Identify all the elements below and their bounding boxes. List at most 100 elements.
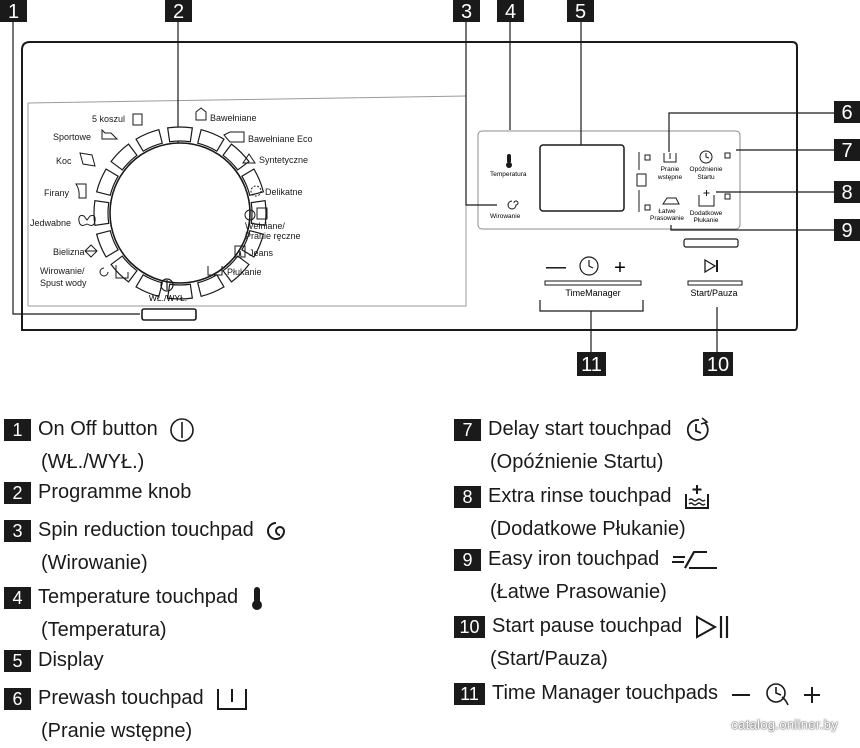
prog-5koszul: 5 koszul xyxy=(92,114,125,124)
callout-7-label: 7 xyxy=(841,140,852,162)
display xyxy=(539,144,625,212)
start-pause-icon xyxy=(704,258,717,274)
knob-position-segment xyxy=(135,128,164,152)
legend-item-10: 10 Start pause touchpad xyxy=(454,610,734,643)
callout-11-label: 11 xyxy=(581,354,602,376)
clock-icon xyxy=(686,417,709,441)
callout-1-label: 1 xyxy=(8,1,19,23)
legend-label: Display xyxy=(38,649,104,671)
legend-label: Time Manager touchpads xyxy=(492,682,719,704)
legend-sub-1: (WŁ./WYŁ.) xyxy=(41,451,145,473)
callout-3-label: 3 xyxy=(461,1,472,23)
spin-icon xyxy=(507,200,519,210)
knob-position-segment xyxy=(93,199,110,227)
start-pause-touchpad[interactable]: Start/Pauza xyxy=(687,258,743,298)
knob-position-segment xyxy=(110,255,138,283)
extra-rinse-touchpad[interactable]: Dodatkowe Płukanie xyxy=(690,190,731,224)
prog-jedwabne: Jedwabne xyxy=(30,218,71,228)
legend-label: Delay start touchpad xyxy=(488,418,672,440)
legend-badge: 7 xyxy=(454,418,481,441)
rinse-label-2: Płukanie xyxy=(694,217,719,224)
prog-bawelniane-eco: Bawełniane Eco xyxy=(248,134,313,144)
legend-item-9: 9 Easy iron touchpad xyxy=(454,543,719,576)
callout-11 xyxy=(577,352,606,376)
legend-label: Easy iron touchpad xyxy=(488,548,660,570)
spin-touchpad[interactable]: Wirowanie xyxy=(490,200,521,220)
prog-bielizna: Bielizna xyxy=(53,247,85,257)
thermometer-icon xyxy=(507,154,511,163)
rinse-prog-icon xyxy=(207,266,223,276)
legend-sub-7: (Opóźnienie Startu) xyxy=(490,451,664,473)
iron-label-2: Prasowanie xyxy=(650,215,684,222)
delay-start-touchpad[interactable]: Opóźnienie Startu xyxy=(690,150,731,181)
prewash-label-2: wstępne xyxy=(657,174,683,181)
legend-badge: 3 xyxy=(4,519,31,542)
start-pause-icon xyxy=(695,615,728,639)
knob-position-segment xyxy=(95,229,119,258)
iron-icon xyxy=(671,550,717,569)
legend-badge: 9 xyxy=(454,548,481,571)
time-manager-icon xyxy=(731,682,820,706)
watermark: catalog.onliner.by xyxy=(731,717,838,732)
legend-badge: 5 xyxy=(4,649,31,672)
time-manager-touchpads[interactable]: — + TimeManager xyxy=(544,256,642,298)
legend-badge: 8 xyxy=(454,485,481,508)
power-icon xyxy=(170,417,195,442)
prog-syntetyczne: Syntetyczne xyxy=(259,155,308,165)
spin-label: Wirowanie xyxy=(490,213,521,220)
callout-4 xyxy=(497,0,524,22)
callout-4-label: 4 xyxy=(505,1,516,23)
prewash-touchpad[interactable]: Pranie wstępne xyxy=(657,153,683,181)
knob-position-segment xyxy=(166,283,194,300)
knob-position-segment xyxy=(241,229,265,258)
legend-badge: 10 xyxy=(454,615,485,638)
callout-3 xyxy=(453,0,480,22)
timemanager-label: TimeManager xyxy=(565,288,620,298)
silk-icon xyxy=(78,215,96,226)
legend-badge: 2 xyxy=(4,481,31,504)
blanket-icon xyxy=(79,152,96,167)
programme-knob xyxy=(93,126,267,300)
knob-position-segment xyxy=(166,126,194,143)
knob-position-segment xyxy=(95,168,119,197)
legend-label: Programme knob xyxy=(38,481,192,503)
rinse-label-1: Dodatkowe xyxy=(690,210,723,217)
knob-position-segment xyxy=(196,128,225,152)
legend-item-2: 2 Programme knob xyxy=(4,476,191,509)
clock-icon xyxy=(699,150,713,164)
onoff-button[interactable] xyxy=(141,308,197,321)
prog-welniane-1: Wełniane/ xyxy=(245,221,285,231)
legend-item-7: 7 Delay start touchpad xyxy=(454,413,711,446)
shoe-icon xyxy=(101,128,119,140)
legend-label: Spin reduction touchpad xyxy=(38,519,254,541)
easy-iron-touchpad[interactable]: Łatwe Prasowanie xyxy=(650,197,684,222)
spin-icon xyxy=(267,521,286,540)
knob-position-segment xyxy=(241,168,265,197)
callout-6 xyxy=(834,101,860,123)
callout-10 xyxy=(703,352,733,376)
onoff-label: WŁ./WYŁ. xyxy=(149,293,187,303)
legend-label: On Off button xyxy=(38,418,158,440)
callout-5-label: 5 xyxy=(575,1,586,23)
iron-icon xyxy=(662,197,680,205)
legend-sub-6: (Pranie wstępne) xyxy=(41,720,193,742)
callout-8 xyxy=(834,181,860,203)
temperature-touchpad[interactable]: Temperatura xyxy=(490,154,527,178)
delay-label-2: Startu xyxy=(697,174,715,181)
prog-plukanie: Płukanie xyxy=(227,267,262,277)
legend-sub-4: (Temperatura) xyxy=(41,619,167,641)
prog-firany: Firany xyxy=(44,188,70,198)
prog-welniane-2: Pranie ręczne xyxy=(245,231,301,241)
rinse-icon xyxy=(685,484,709,509)
callout-2 xyxy=(165,0,192,22)
power-icon xyxy=(160,278,174,292)
prog-bawelniane: Bawełniane xyxy=(210,113,257,123)
callout-9 xyxy=(834,219,860,241)
legend-sub-3: (Wirowanie) xyxy=(41,552,148,574)
spin-drain-icon xyxy=(99,267,109,277)
prog-delikatne: Delikatne xyxy=(265,187,303,197)
synthetic-icon xyxy=(242,153,256,164)
legend-label: Start pause touchpad xyxy=(492,615,683,637)
